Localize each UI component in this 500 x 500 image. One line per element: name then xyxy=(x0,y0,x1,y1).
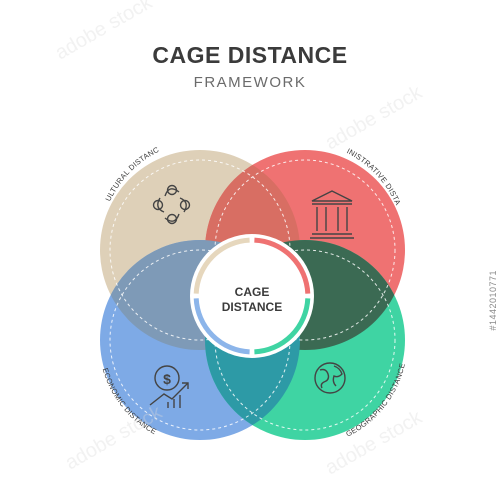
stock-id: #1442010771 xyxy=(488,270,498,331)
center-ring-segment-economic xyxy=(193,298,250,355)
center-label-line2: DISTANCE xyxy=(222,300,282,314)
center-ring-segment-cultural xyxy=(193,237,250,294)
page-subtitle: FRAMEWORK xyxy=(193,74,307,91)
center-ring-segment-administrative xyxy=(254,237,311,294)
dollar-growth-icon: $ xyxy=(149,365,189,408)
people-circle-icon xyxy=(152,184,191,225)
government-building-icon xyxy=(310,190,354,239)
page-title: CAGE DISTANCE xyxy=(152,42,348,68)
svg-text:adobe stock: adobe stock xyxy=(322,81,427,154)
svg-text:adobe stock: adobe stock xyxy=(62,401,167,474)
svg-text:$: $ xyxy=(163,371,171,387)
center-disc xyxy=(200,244,304,348)
center-ring-segment-geographic xyxy=(254,298,311,355)
center-label-line1: CAGE xyxy=(235,285,270,299)
svg-text:adobe stock: adobe stock xyxy=(52,0,157,64)
globe-icon xyxy=(314,362,346,394)
